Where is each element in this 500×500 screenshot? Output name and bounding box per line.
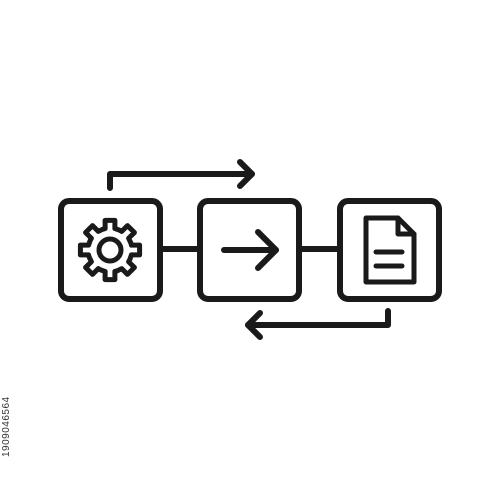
gear-icon xyxy=(77,217,143,283)
process-box xyxy=(197,198,302,302)
document-box xyxy=(337,198,442,302)
gear-box xyxy=(58,198,163,302)
image-id-text: 1909046564 xyxy=(1,396,12,457)
bottom-arrow-left-icon xyxy=(245,308,391,340)
document-icon xyxy=(363,215,417,285)
arrow-right-icon xyxy=(221,229,279,271)
top-arrow-right-icon xyxy=(107,159,255,191)
